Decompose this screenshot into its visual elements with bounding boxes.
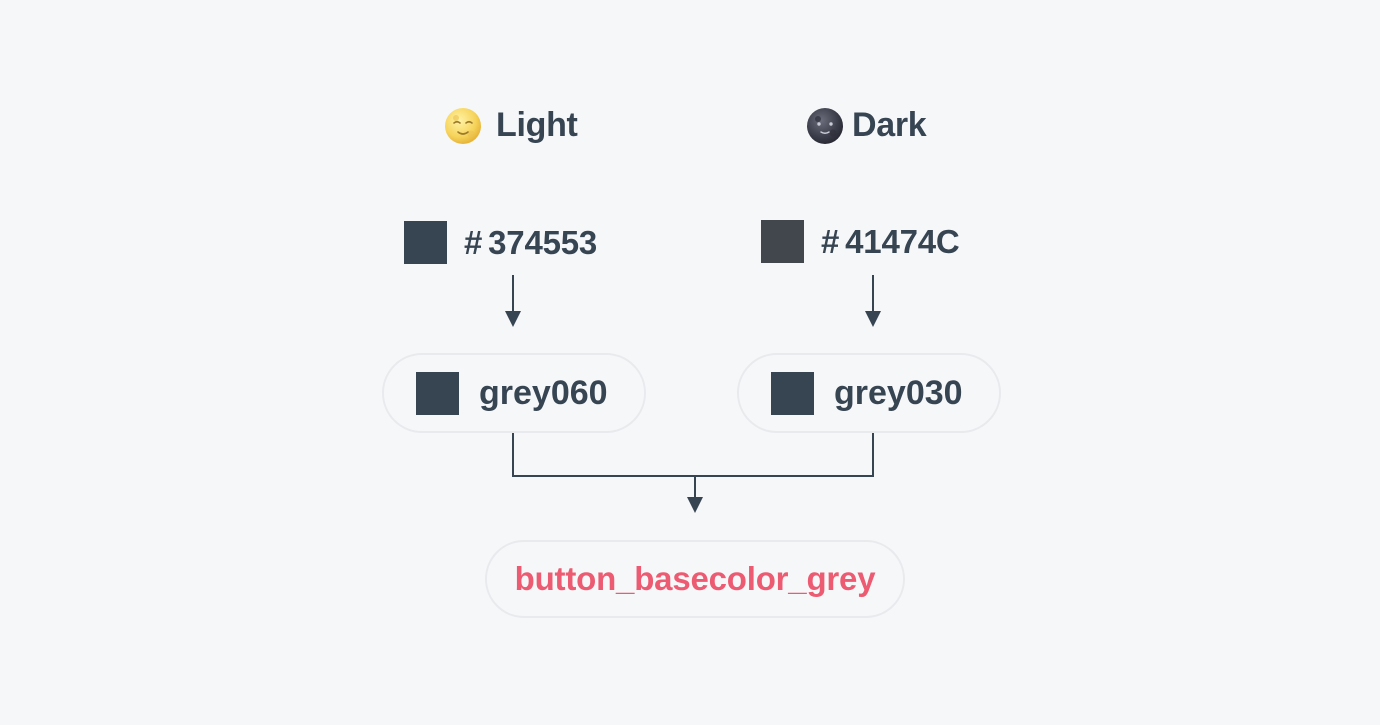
light-token-pill: grey060 — [382, 353, 646, 433]
light-hex-swatch — [404, 221, 447, 264]
dark-token-swatch — [771, 371, 814, 415]
light-hex-text: 374553 — [488, 223, 598, 261]
light-hex-value: # 374553 — [404, 221, 597, 264]
full-moon-face-icon — [445, 107, 481, 144]
result-token-label: button_basecolor_grey — [514, 560, 876, 597]
light-token-swatch — [416, 371, 459, 415]
dark-hex-hash: # — [821, 222, 840, 260]
result-arrowhead — [687, 497, 703, 513]
dark-token-pill: grey030 — [737, 353, 1001, 433]
dark-theme-header: Dark — [806, 106, 927, 145]
result-token-pill: button_basecolor_grey — [485, 540, 905, 618]
light-theme-label: Light — [496, 106, 578, 144]
light-hex-hash: # — [464, 223, 483, 261]
light-arrowhead — [505, 311, 521, 327]
dark-theme-label: Dark — [852, 106, 927, 144]
dark-hex-text: 41474C — [845, 222, 960, 260]
light-theme-header: Light — [444, 106, 578, 145]
merge-connector — [512, 432, 874, 477]
light-token-label: grey060 — [479, 373, 608, 412]
dark-hex-swatch — [761, 220, 804, 263]
dark-hex-value: # 41474C — [761, 220, 960, 263]
dark-arrowhead — [865, 311, 881, 327]
new-moon-face-icon — [807, 107, 843, 144]
dark-token-label: grey030 — [834, 373, 963, 412]
